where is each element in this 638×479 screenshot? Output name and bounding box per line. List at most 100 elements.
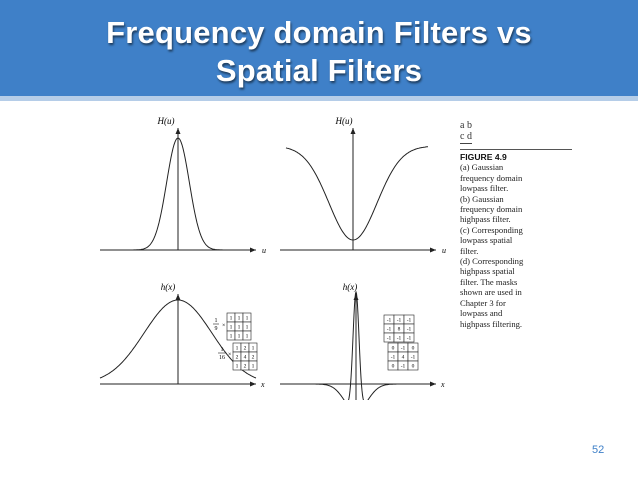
mask-cell-value: 1 — [236, 345, 239, 351]
panel-key-row-1: a b — [460, 120, 472, 131]
mask-cell-value: 1 — [238, 324, 241, 330]
panel-b-y-arrow — [350, 128, 356, 134]
panel-a: H(u) u — [100, 116, 266, 255]
mask-cell-value: 1 — [252, 345, 255, 351]
box-mask-factor-num: 1 — [215, 318, 218, 324]
mask-cell-value: 1 — [238, 315, 241, 321]
panel-key: a b c d — [460, 120, 472, 144]
mask-cell-value: -1 — [387, 317, 392, 323]
panel-b-xlabel: u — [442, 246, 446, 255]
mask-cell-value: 1 — [230, 324, 233, 330]
mask-cell-value: 1 — [252, 363, 255, 369]
box-mask-times: × — [222, 323, 225, 329]
caption-line: (b) Gaussian — [460, 193, 504, 204]
mask-cell-value: 1 — [246, 333, 249, 339]
mask-cell-value: -1 — [387, 335, 392, 341]
slide-title-line-2: Spatial Filters — [215, 53, 423, 88]
mask-cell-value: 1 — [236, 363, 239, 369]
mask-cell-value: -1 — [401, 363, 406, 369]
caption-line: (d) Corresponding — [460, 256, 524, 267]
mask-cell-value: 8 — [398, 326, 401, 332]
panel-a-x-arrow — [250, 247, 256, 253]
panel-a-curve — [116, 137, 246, 251]
caption-line: highpass spatial — [460, 266, 515, 277]
panel-d-x-arrow — [430, 381, 436, 387]
caption-line: (a) Gaussian — [460, 162, 504, 173]
mask-cell-value: 0 — [392, 363, 395, 369]
panel-a-ylabel: H(u) — [157, 116, 175, 126]
panel-b-curve — [285, 146, 429, 241]
caption-line: (c) Corresponding — [460, 224, 523, 235]
mask-cell-value: 4 — [244, 354, 247, 360]
panel-c-curve — [99, 299, 257, 379]
mask-cell-value: 4 — [402, 354, 405, 360]
mask-cell — [248, 360, 258, 371]
caption-line: shown are used in — [460, 287, 522, 298]
mask-cell-value: -1 — [407, 335, 412, 341]
mask-cell — [403, 332, 415, 343]
weighted-mask-factor-den: 16 — [219, 355, 225, 361]
panel-d-y-arrow — [353, 294, 359, 300]
caption-line: filter. — [460, 245, 479, 256]
caption-line: frequency domain — [460, 204, 523, 215]
panel-a-xlabel: u — [262, 246, 266, 255]
box-mask-factor-den: 9 — [215, 326, 218, 332]
caption-line: highpass filter. — [460, 214, 511, 225]
panel-c-xlabel: x — [260, 380, 265, 389]
mask-cell-value: 0 — [412, 363, 415, 369]
mask-cell-value: -1 — [397, 335, 402, 341]
caption-line: highpass filtering. — [460, 318, 523, 329]
mask-cell-value: 1 — [246, 324, 249, 330]
slide-title-line-1: Frequency domain Filters vs — [106, 15, 532, 50]
mask-cell-value: 2 — [244, 345, 247, 351]
panel-d-xlabel: x — [440, 380, 445, 389]
highpass-mask-2-grid: 0 -1 0 -1 4 -1 0 -1 0 — [387, 342, 419, 371]
weighted-mask-times: × — [228, 352, 231, 358]
highpass-mask-1-grid: -1 -1 -1 -1 8 -1 -1 -1 -1 — [383, 314, 415, 343]
banner-divider — [0, 96, 638, 101]
panel-b-x-arrow — [430, 247, 436, 253]
mask-cell-value: -1 — [387, 326, 392, 332]
figure-label: FIGURE 4.9 — [460, 149, 572, 162]
slide-title: Frequency domain Filters vs Spatial Filt… — [0, 14, 638, 90]
mask-cell-value: 1 — [230, 315, 233, 321]
mask-cell — [407, 360, 419, 371]
mask-cell-value: 2 — [236, 354, 239, 360]
mask-cell-value: 2 — [244, 363, 247, 369]
mask-cell-value: -1 — [401, 345, 406, 351]
panel-b: H(u) u — [280, 116, 446, 255]
caption-line: lowpass spatial — [460, 235, 513, 246]
mask-cell-value: -1 — [407, 317, 412, 323]
mask-cell-value: 2 — [252, 354, 255, 360]
mask-cell — [242, 330, 252, 341]
panel-a-y-arrow — [175, 128, 181, 134]
mask-cell-value: -1 — [407, 326, 412, 332]
mask-cell-value: -1 — [397, 317, 402, 323]
mask-cell-value: -1 — [411, 354, 416, 360]
mask-cell-value: 1 — [230, 333, 233, 339]
title-banner — [0, 0, 638, 96]
caption-line: frequency domain — [460, 172, 523, 183]
panel-b-ylabel: H(u) — [335, 116, 353, 126]
panel-d-ylabel: h(x) — [343, 282, 358, 292]
mask-cell-value: -1 — [391, 354, 396, 360]
page-number: 52 — [592, 444, 605, 456]
mask-cell-value: 0 — [412, 345, 415, 351]
weighted-mask-factor-num: 1 — [221, 347, 224, 353]
panel-c-y-arrow — [175, 294, 181, 300]
panel-c-x-arrow — [250, 381, 256, 387]
panel-d-curve — [286, 290, 430, 400]
mask-cell-value: 0 — [392, 345, 395, 351]
panel-key-row-2: c d — [460, 131, 472, 142]
panel-c-ylabel: h(x) — [161, 282, 176, 292]
caption-line: lowpass and — [460, 308, 503, 319]
mask-cell-value: 1 — [246, 315, 249, 321]
